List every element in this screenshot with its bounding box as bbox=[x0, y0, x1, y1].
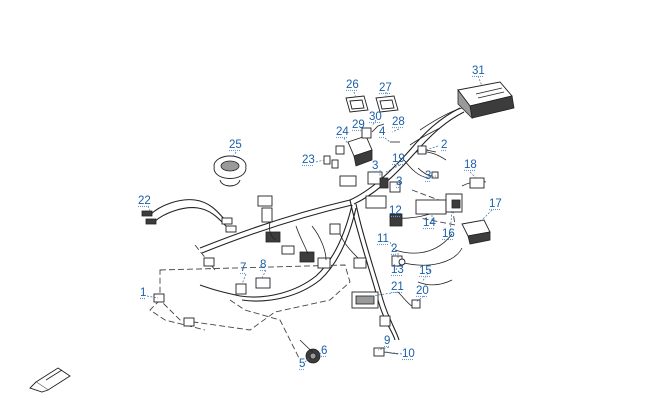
callout-2-top[interactable]: 2 bbox=[441, 139, 448, 151]
callout-31[interactable]: 31 bbox=[472, 65, 485, 77]
fuse-covers bbox=[345, 95, 399, 113]
callout-22[interactable]: 22 bbox=[138, 195, 151, 207]
callout-4[interactable]: 4 bbox=[379, 126, 386, 138]
callout-19[interactable]: 19 bbox=[392, 153, 405, 165]
callout-28[interactable]: 28 bbox=[392, 116, 405, 128]
part-15-wire bbox=[417, 279, 453, 286]
callout-14[interactable]: 14 bbox=[423, 217, 436, 229]
callout-20[interactable]: 20 bbox=[416, 285, 429, 297]
callout-15[interactable]: 15 bbox=[419, 265, 432, 277]
callout-5[interactable]: 5 bbox=[299, 358, 306, 370]
round-sensor bbox=[299, 339, 321, 364]
callout-24[interactable]: 24 bbox=[336, 126, 349, 138]
callout-leaders bbox=[146, 75, 493, 363]
callout-9[interactable]: 9 bbox=[384, 335, 391, 347]
callout-1[interactable]: 1 bbox=[140, 287, 147, 299]
callout-27[interactable]: 27 bbox=[379, 82, 392, 94]
callout-13[interactable]: 13 bbox=[391, 264, 404, 276]
ecu-branch bbox=[403, 105, 471, 179]
callout-7[interactable]: 7 bbox=[240, 262, 247, 274]
callout-6[interactable]: 6 bbox=[321, 345, 328, 357]
callout-21[interactable]: 21 bbox=[391, 281, 404, 293]
callout-11[interactable]: 11 bbox=[377, 233, 389, 245]
small-fuses bbox=[323, 155, 339, 169]
callout-16[interactable]: 16 bbox=[442, 228, 455, 240]
bottom-center-parts bbox=[351, 291, 421, 327]
callout-26[interactable]: 26 bbox=[346, 79, 359, 91]
battery bbox=[461, 219, 491, 245]
callout-17[interactable]: 17 bbox=[489, 198, 502, 210]
sensor-cables bbox=[141, 199, 237, 233]
connector-2-top bbox=[417, 145, 437, 155]
connector-3-right bbox=[417, 167, 439, 179]
callout-30[interactable]: 30 bbox=[369, 111, 382, 123]
callout-23[interactable]: 23 bbox=[302, 154, 315, 166]
callout-2-center[interactable]: 2 bbox=[391, 243, 398, 255]
ecu-unit bbox=[457, 81, 515, 120]
sub-harness-outlines bbox=[149, 189, 456, 361]
center-right-parts bbox=[389, 213, 406, 267]
lower-left-connectors bbox=[153, 257, 271, 327]
callout-10[interactable]: 10 bbox=[402, 348, 415, 360]
callout-3-middle[interactable]: 3 bbox=[396, 176, 403, 188]
callout-8[interactable]: 8 bbox=[260, 259, 267, 271]
relay-block bbox=[335, 123, 385, 167]
callout-3-right[interactable]: 3 bbox=[425, 170, 432, 182]
horn bbox=[213, 155, 247, 187]
center-connector-cluster bbox=[257, 195, 367, 269]
callout-3-upper[interactable]: 3 bbox=[372, 160, 379, 172]
callout-29[interactable]: 29 bbox=[352, 119, 365, 131]
fuse-box-cluster bbox=[339, 171, 401, 209]
callout-12[interactable]: 12 bbox=[389, 205, 402, 217]
front-direction-arrow-icon bbox=[29, 367, 71, 393]
connector-9 bbox=[373, 347, 399, 357]
callout-25[interactable]: 25 bbox=[229, 139, 242, 151]
relay-area bbox=[415, 177, 487, 215]
callout-18[interactable]: 18 bbox=[464, 159, 477, 171]
